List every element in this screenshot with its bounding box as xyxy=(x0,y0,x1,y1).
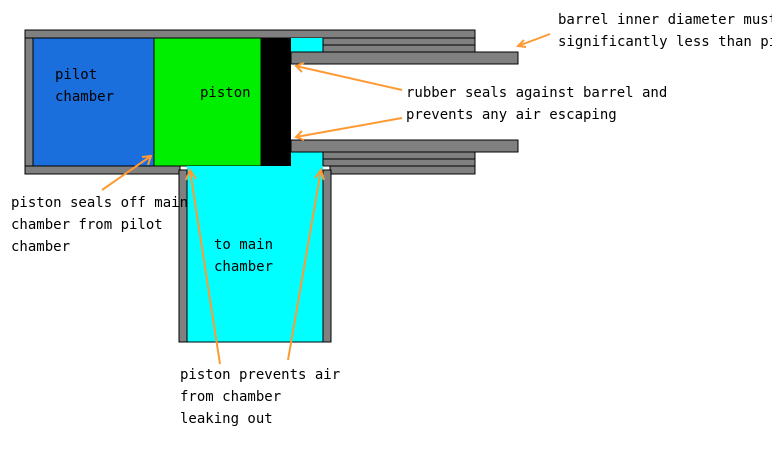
main-chamber-wall-right xyxy=(322,169,332,343)
gap-bottom xyxy=(291,152,323,166)
arrow-piston-prevents-right xyxy=(287,169,322,361)
piston-body xyxy=(153,37,262,167)
barrel-upper-wall xyxy=(290,51,519,65)
arrow-piston-seals xyxy=(101,155,152,191)
barrel-note: barrel inner diameter must be significan… xyxy=(558,12,772,50)
arrow-piston-prevents-left xyxy=(189,169,221,365)
rubber-seal xyxy=(261,38,291,166)
main-chamber-label: to main chamber xyxy=(214,237,274,275)
left-end-wall xyxy=(24,37,34,167)
piston-prevents-note: piston prevents air from chamber leaking… xyxy=(180,367,341,427)
piston-seals-note: piston seals off main chamber from pilot… xyxy=(11,195,189,255)
gap-top xyxy=(291,38,323,52)
top-wall xyxy=(24,29,476,39)
bottom-wall-right xyxy=(329,165,476,175)
arrow-barrel-note xyxy=(517,33,551,47)
rubber-seal-note: rubber seals against barrel and prevents… xyxy=(406,85,668,123)
arrow-seal-bottom xyxy=(295,117,403,138)
annotation-arrows xyxy=(101,33,551,365)
arrow-seal-top xyxy=(295,65,403,91)
bottom-wall-left xyxy=(24,165,181,175)
barrel-lower-wall xyxy=(290,139,519,153)
piston-label: piston xyxy=(200,85,251,101)
main-chamber xyxy=(187,166,323,342)
pilot-chamber-label: pilot chamber xyxy=(55,67,115,105)
